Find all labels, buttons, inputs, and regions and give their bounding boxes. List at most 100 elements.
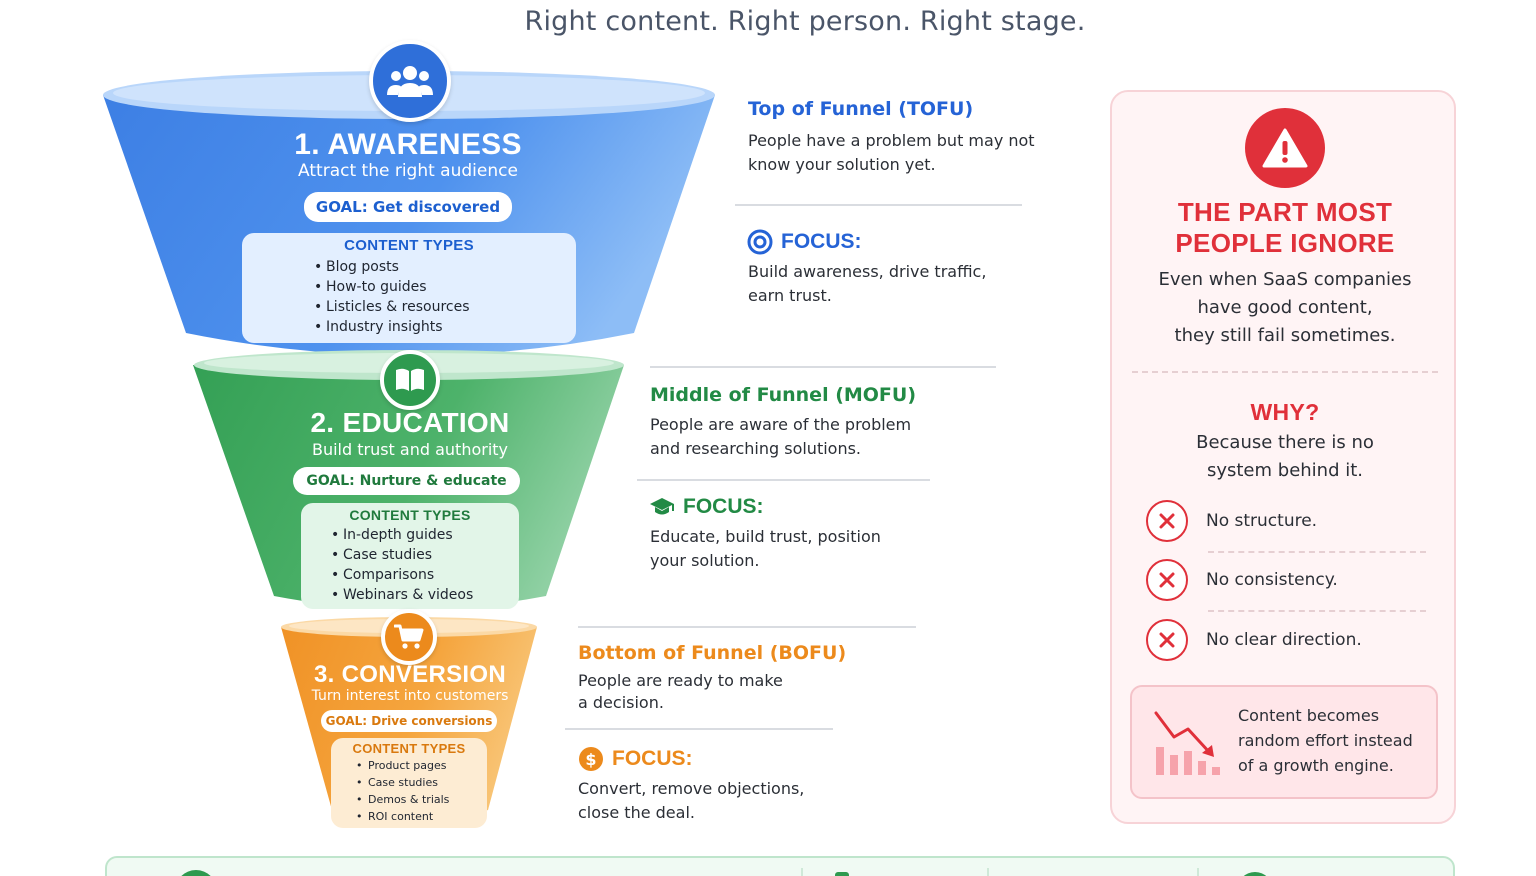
tofu-heading: Top of Funnel (TOFU) xyxy=(748,98,974,120)
tofu-focus-line: earn trust. xyxy=(748,286,832,305)
dollar-icon: $ xyxy=(579,747,603,771)
x-icon xyxy=(1146,559,1188,601)
content-types-list-awareness: Blog posts How-to guides Listicles & res… xyxy=(314,257,576,337)
panel-intro-line: they still fail sometimes. xyxy=(1174,325,1396,346)
why-label: WHY? xyxy=(1250,399,1320,425)
awareness-icon-badge xyxy=(369,40,451,122)
reason-row: No structure. xyxy=(1146,500,1317,542)
list-item: Blog posts xyxy=(314,257,576,277)
reason-row: No consistency. xyxy=(1146,559,1338,601)
list-item: Webinars & videos xyxy=(331,585,519,605)
conclusion-line: random effort instead xyxy=(1238,731,1413,750)
stage-title-conversion: 3. CONVERSION xyxy=(314,661,506,688)
reason-label: No clear direction. xyxy=(1206,630,1362,650)
mofu-focus-line: your solution. xyxy=(650,551,760,570)
stage-subtitle-awareness: Attract the right audience xyxy=(298,161,518,181)
footer-divider xyxy=(801,868,803,876)
list-item: Case studies xyxy=(356,774,487,791)
conclusion-text: Content becomes random effort instead of… xyxy=(1238,703,1438,778)
mofu-top-divider xyxy=(650,366,996,368)
footer-circle xyxy=(1237,872,1273,876)
conclusion-line: Content becomes xyxy=(1238,706,1380,725)
why-text-line: Because there is no xyxy=(1196,432,1374,453)
bofu-focus-line: close the deal. xyxy=(578,803,695,822)
list-item: Demos & trials xyxy=(356,791,487,808)
stage-subtitle-education: Build trust and authority xyxy=(311,440,509,459)
panel-title-line: PEOPLE IGNORE xyxy=(1175,228,1395,258)
footer-divider xyxy=(1197,868,1199,876)
content-types-list-education: In-depth guides Case studies Comparisons… xyxy=(331,525,519,605)
warning-badge xyxy=(1245,108,1325,188)
panel-title-line: THE PART MOST xyxy=(1177,197,1393,227)
list-item: Product pages xyxy=(356,757,487,774)
panel-divider xyxy=(1132,371,1438,373)
list-item: Case studies xyxy=(331,545,519,565)
panel-intro-line: have good content, xyxy=(1197,297,1373,318)
mofu-focus-label: FOCUS: xyxy=(683,495,764,518)
mofu-description: People are aware of the problem and rese… xyxy=(650,413,950,461)
list-item: In-depth guides xyxy=(331,525,519,545)
mofu-divider xyxy=(637,479,930,481)
stage-title-education: 2. EDUCATION xyxy=(310,407,510,438)
list-item: How-to guides xyxy=(314,277,576,297)
goal-pill-conversion: GOAL: Drive conversions xyxy=(321,710,497,732)
tofu-focus-label: FOCUS: xyxy=(781,230,862,253)
bofu-description-line: People are ready to make xyxy=(578,671,783,690)
x-icon xyxy=(1146,619,1188,661)
content-types-label-conversion: CONTENT TYPES xyxy=(352,741,466,756)
mofu-focus-text: Educate, build trust, position your solu… xyxy=(650,525,950,573)
list-item: Industry insights xyxy=(314,317,576,337)
tofu-focus-line: Build awareness, drive traffic, xyxy=(748,262,987,281)
reason-divider xyxy=(1208,551,1426,553)
list-item: Listicles & resources xyxy=(314,297,576,317)
tofu-description-line: People have a problem but may not xyxy=(748,131,1035,150)
headline: Right content. Right person. Right stage… xyxy=(524,6,1086,37)
content-types-box-education: CONTENT TYPES In-depth guides Case studi… xyxy=(301,503,519,609)
why-text-line: system behind it. xyxy=(1206,460,1364,481)
mofu-description-line: People are aware of the problem xyxy=(650,415,912,434)
bofu-top-divider xyxy=(578,626,916,628)
footer-mark xyxy=(835,872,849,876)
conversion-icon-badge xyxy=(381,609,437,665)
tofu-focus-text: Build awareness, drive traffic, earn tru… xyxy=(748,260,1048,308)
mofu-description-line: and researching solutions. xyxy=(650,439,862,458)
tofu-focus-heading: FOCUS: xyxy=(747,229,862,255)
content-types-box-awareness: CONTENT TYPES Blog posts How-to guides L… xyxy=(242,233,576,343)
footer-circle xyxy=(175,870,217,876)
tofu-description-line: know your solution yet. xyxy=(748,155,936,174)
footer-bar xyxy=(105,856,1455,876)
stage-title-awareness: 1. AWARENESS xyxy=(294,128,522,161)
bofu-focus-label: FOCUS: xyxy=(612,747,693,770)
reason-label: No structure. xyxy=(1206,511,1318,531)
mofu-focus-line: Educate, build trust, position xyxy=(650,527,881,546)
warning-icon xyxy=(1262,128,1308,168)
bofu-focus-text: Convert, remove objections, close the de… xyxy=(578,777,878,825)
reason-row: No clear direction. xyxy=(1146,619,1362,661)
bofu-divider xyxy=(565,728,833,730)
mofu-heading: Middle of Funnel (MOFU) xyxy=(650,384,917,406)
conclusion-line: of a growth engine. xyxy=(1238,756,1394,775)
book-icon xyxy=(396,368,424,391)
bofu-focus-heading: $ FOCUS: xyxy=(578,746,693,772)
reason-label: No consistency. xyxy=(1206,570,1338,590)
bofu-description-line: a decision. xyxy=(578,693,664,712)
users-icon xyxy=(387,66,433,97)
list-item: Comparisons xyxy=(331,565,519,585)
bofu-focus-line: Convert, remove objections, xyxy=(578,779,805,798)
content-types-box-conversion: CONTENT TYPES Product pages Case studies… xyxy=(331,738,487,828)
tofu-description: People have a problem but may not know y… xyxy=(748,129,1078,177)
panel-intro: Even when SaaS companies have good conte… xyxy=(1112,266,1458,350)
panel-title: THE PART MOST PEOPLE IGNORE xyxy=(1112,197,1458,259)
goal-pill-awareness: GOAL: Get discovered xyxy=(304,192,512,222)
tofu-divider xyxy=(735,204,1022,206)
why-text: Because there is no system behind it. xyxy=(1112,429,1458,485)
x-icon xyxy=(1146,500,1188,542)
content-types-list-conversion: Product pages Case studies Demos & trial… xyxy=(356,757,487,825)
stage-subtitle-conversion: Turn interest into customers xyxy=(311,688,509,704)
graduation-cap-icon xyxy=(650,498,674,515)
education-icon-badge xyxy=(380,350,440,410)
mofu-focus-heading: FOCUS: xyxy=(649,495,764,519)
list-item: ROI content xyxy=(356,808,487,825)
panel-intro-line: Even when SaaS companies xyxy=(1158,269,1412,290)
bofu-heading: Bottom of Funnel (BOFU) xyxy=(578,642,847,664)
